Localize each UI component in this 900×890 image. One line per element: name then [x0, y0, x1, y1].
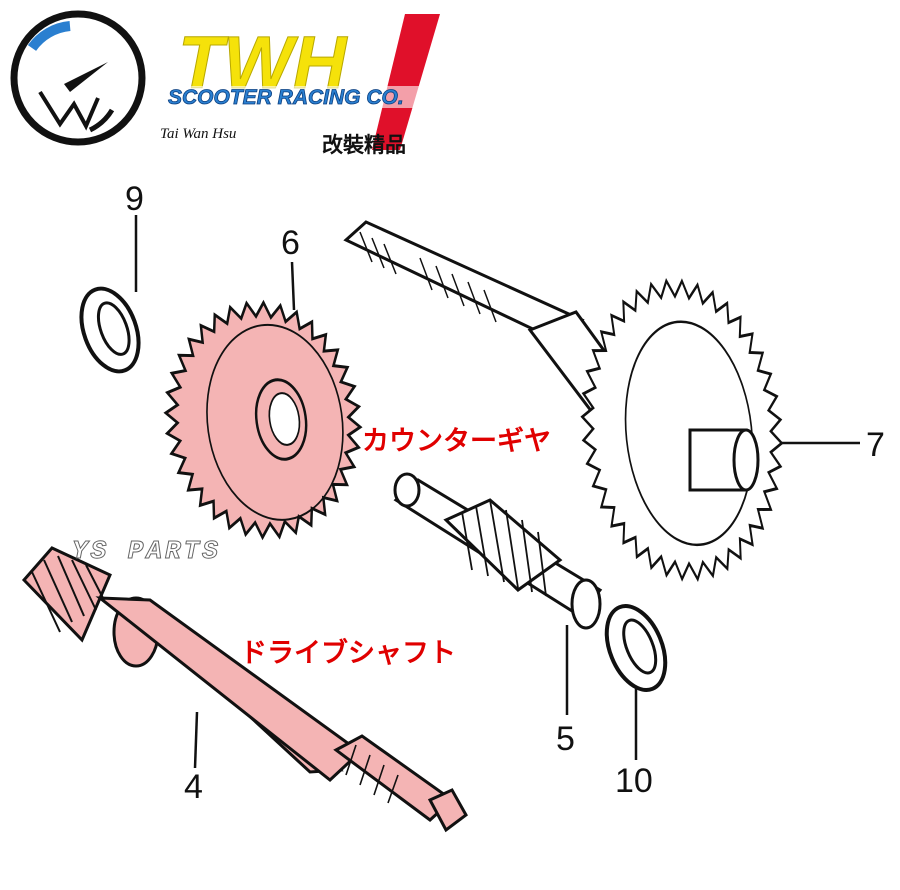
watermark-text: YS PARTS: [72, 536, 221, 566]
brand-tagline: Tai Wan Hsu: [160, 126, 236, 142]
washer-9: [79, 286, 141, 374]
small-gear-shaft-5: [393, 472, 603, 630]
part-number-10: 10: [615, 762, 653, 800]
part-number-6: 6: [281, 224, 300, 262]
part-number-5: 5: [556, 720, 575, 758]
brand-logo: TWH SCOOTER RACING CO. Tai Wan Hsu 改裝精品: [10, 10, 440, 157]
speedometer-icon: [10, 10, 146, 146]
part-number-9: 9: [125, 180, 144, 218]
callout-drive-shaft: ドライブシャフト: [240, 637, 456, 669]
callout-counter-gear: カウンターギヤ: [362, 426, 551, 457]
brand-subtitle: SCOOTER RACING CO.: [168, 86, 404, 109]
drive-shaft-4: [21, 546, 468, 833]
brand-cn-text: 改裝精品: [322, 133, 406, 157]
part-number-7: 7: [866, 426, 885, 464]
counter-shaft-7: [343, 220, 784, 582]
counter-gear-6: [163, 299, 363, 541]
washer-10: [604, 604, 668, 692]
part-number-4: 4: [184, 768, 203, 806]
